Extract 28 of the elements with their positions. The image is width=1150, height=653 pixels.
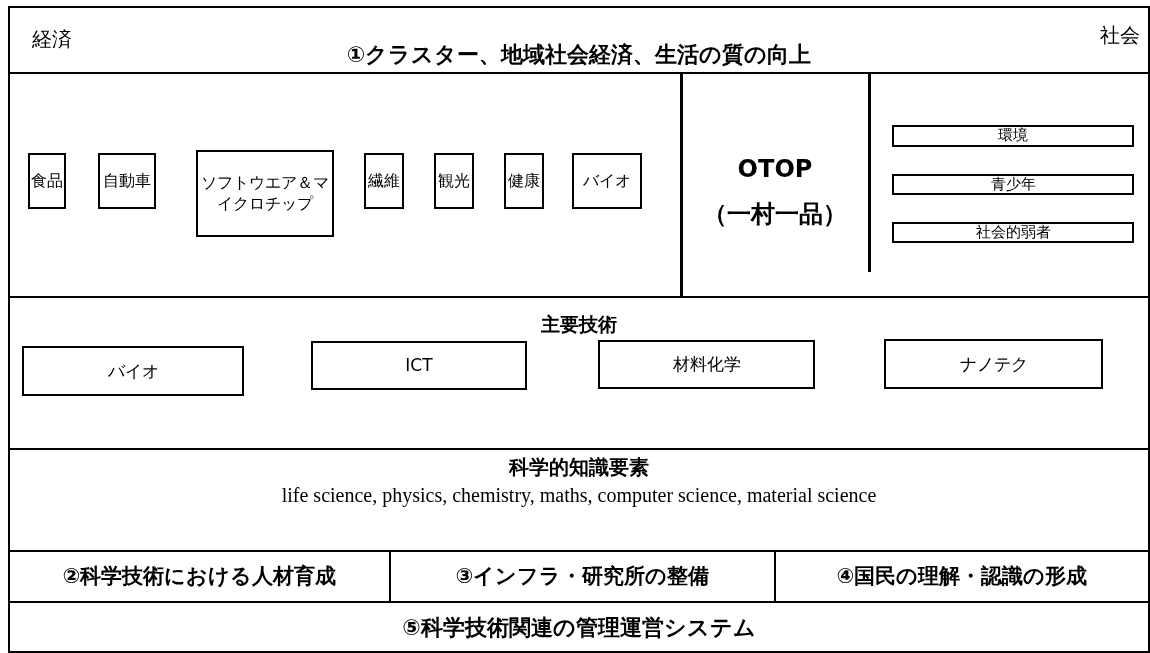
label-box: ICT [311, 341, 527, 390]
label-box: バイオ [22, 346, 244, 396]
label-box: ソフトウエア＆マイクロチップ [196, 150, 334, 237]
panel [8, 72, 1150, 298]
text-label: OTOP [737, 155, 813, 183]
label-box: 材料化学 [598, 340, 815, 389]
label-box: 食品 [28, 153, 66, 209]
section-heading: 科学的知識要素 [509, 454, 649, 481]
label-box: ナノテク [884, 339, 1103, 389]
section-heading: 主要技術 [541, 312, 617, 337]
text-label: life science, physics, chemistry, maths, computer science, material science [281, 484, 877, 507]
text-label: 社会 [1100, 22, 1140, 49]
label-box: 環境 [892, 125, 1134, 147]
label-box: 自動車 [98, 153, 156, 209]
panel [8, 6, 1150, 74]
panel [8, 296, 1150, 450]
label-box: 社会的弱者 [892, 222, 1134, 243]
label-box: 観光 [434, 153, 474, 209]
label-box: 青少年 [892, 174, 1134, 195]
text-label: （一村一品） [703, 199, 847, 230]
label-box: 健康 [504, 153, 544, 209]
text-label: ⑤科学技術関連の管理運営システム [402, 614, 756, 642]
panel [8, 601, 1150, 653]
text-label: ①クラスター、地域社会経済、生活の質の向上 [346, 41, 812, 69]
label-box: 繊維 [364, 153, 404, 209]
panel [8, 448, 1150, 552]
label-box: バイオ [572, 153, 642, 209]
text-label: 経済 [32, 26, 72, 53]
